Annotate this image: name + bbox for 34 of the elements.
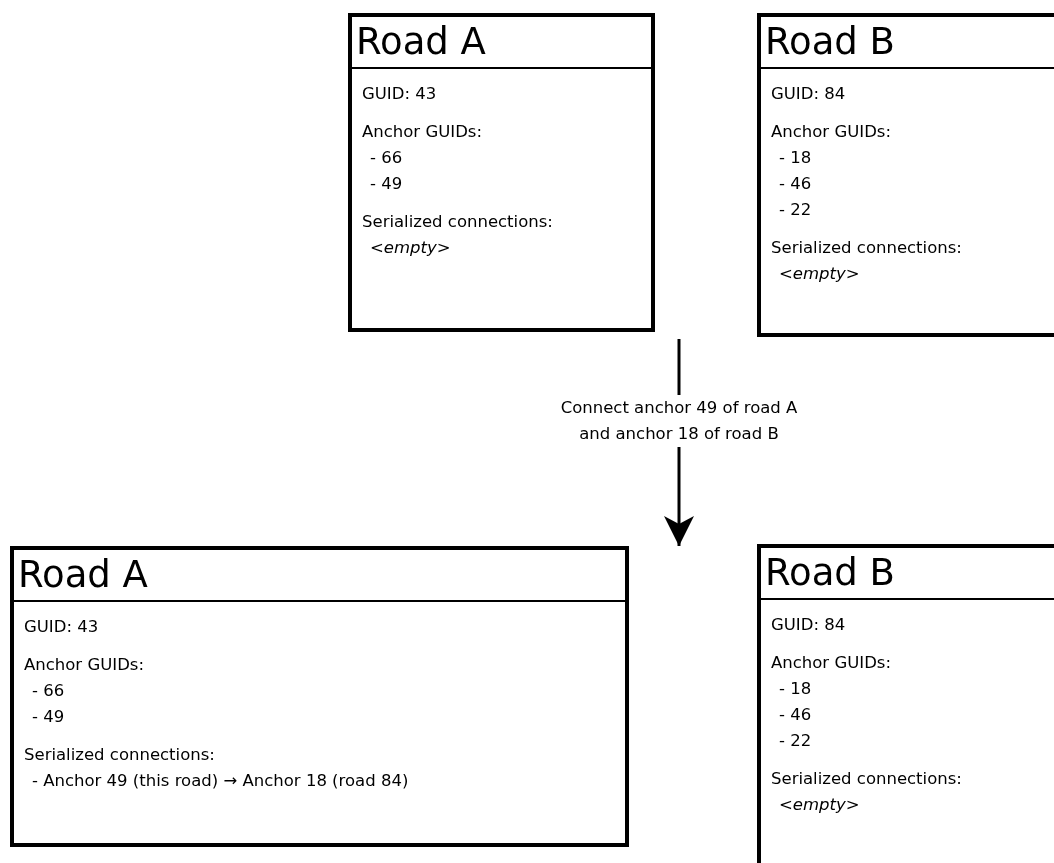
card-title: Road A [352, 17, 651, 69]
list-item: - 49 [369, 173, 404, 195]
card-title: Road B [761, 548, 1054, 600]
list-item: - 49 [31, 706, 66, 728]
list-item: - 46 [778, 173, 813, 195]
list-item: - 18 [778, 678, 813, 700]
field-text: GUID: 43 [23, 616, 100, 638]
road-card [757, 13, 1054, 337]
field-text: GUID: 84 [770, 83, 847, 105]
field-text: Serialized connections: [770, 237, 963, 259]
list-item: - Anchor 49 (this road) → Anchor 18 (road 84) [31, 770, 410, 792]
field-text: Serialized connections: [361, 211, 554, 233]
field-text: Anchor GUIDs: [23, 654, 145, 676]
field-text: Serialized connections: [770, 768, 963, 790]
card-title: Road B [761, 17, 1054, 69]
list-item: - 22 [778, 730, 813, 752]
card-title: Road A [14, 550, 625, 602]
list-item: <empty> [369, 237, 452, 259]
list-item: - 46 [778, 704, 813, 726]
field-text: Anchor GUIDs: [770, 652, 892, 674]
road-card [757, 544, 1054, 863]
road-card [348, 13, 655, 332]
list-item: - 18 [778, 147, 813, 169]
field-text: Anchor GUIDs: [770, 121, 892, 143]
field-text: GUID: 43 [361, 83, 438, 105]
list-item: - 66 [31, 680, 66, 702]
list-item: - 22 [778, 199, 813, 221]
field-text: GUID: 84 [770, 614, 847, 636]
list-item: <empty> [778, 794, 861, 816]
field-text: Anchor GUIDs: [361, 121, 483, 143]
field-text: Serialized connections: [23, 744, 216, 766]
list-item: - 66 [369, 147, 404, 169]
list-item: <empty> [778, 263, 861, 285]
road-card [10, 546, 629, 847]
